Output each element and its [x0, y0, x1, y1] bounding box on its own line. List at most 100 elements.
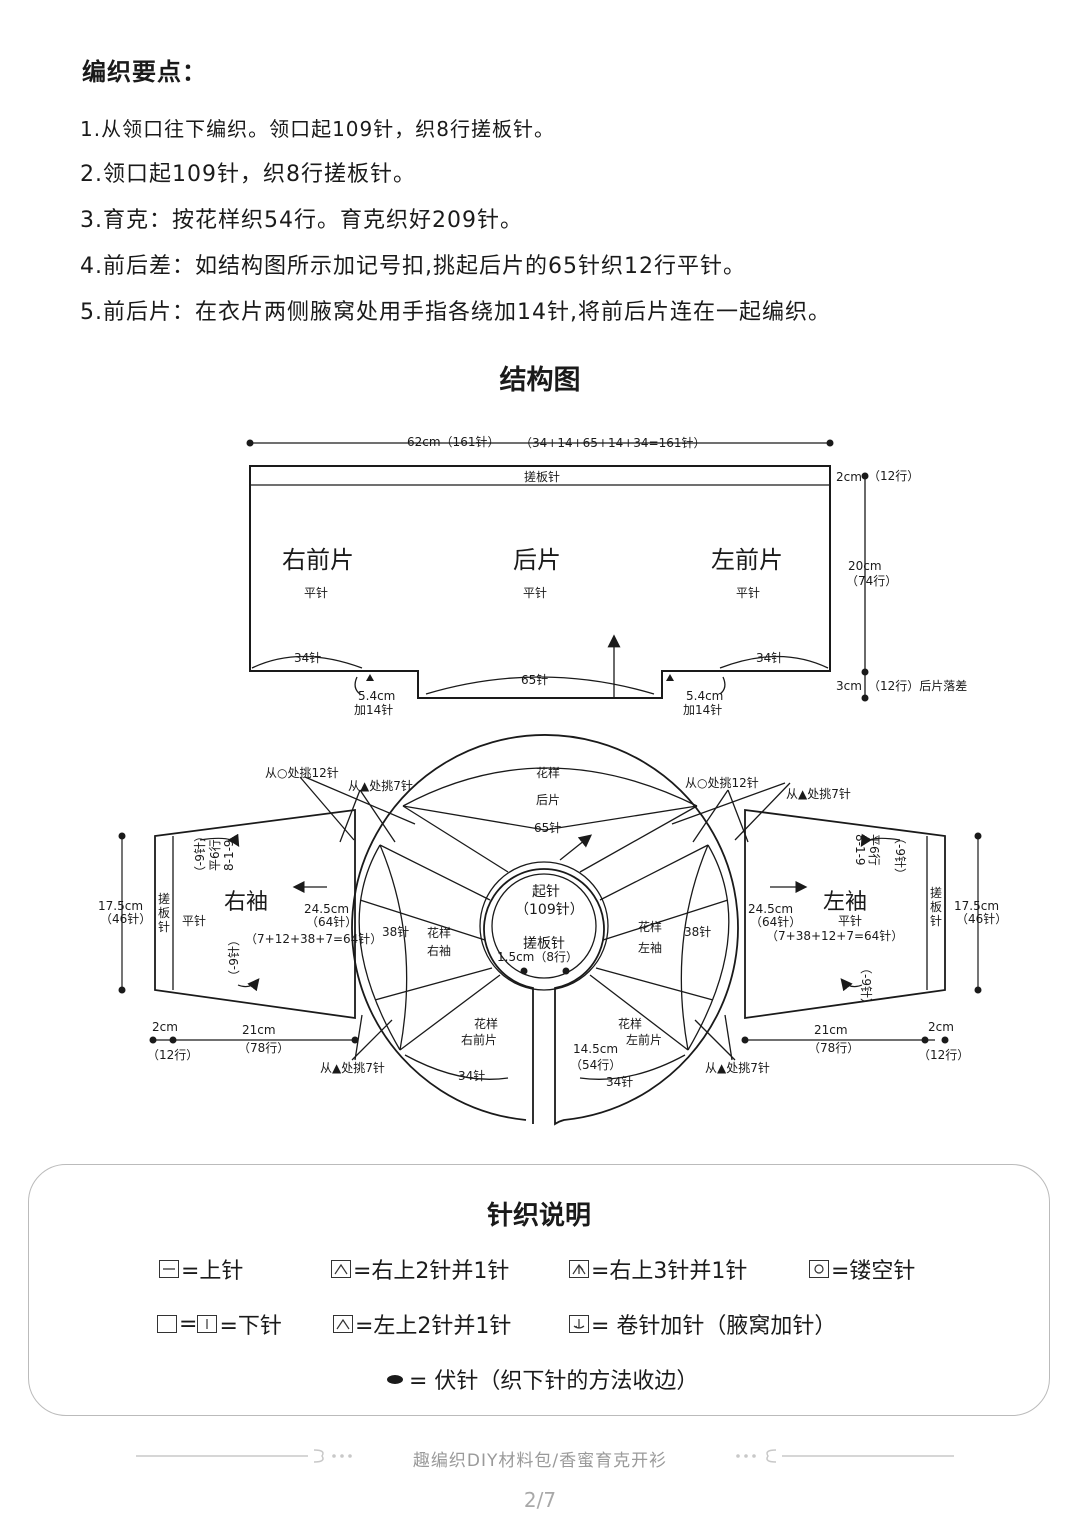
body-outline	[249, 465, 831, 699]
side-stitches-left: 34针	[756, 650, 783, 665]
formula-label: （34+14+65+14+34=161针）	[520, 435, 706, 450]
right-3tog-symbol-icon	[569, 1260, 589, 1278]
right-upper-width: 24.5cm	[304, 902, 349, 916]
yoke-pattern-left-front: 花样	[618, 1016, 642, 1031]
left-cuff-char-1: 搓	[930, 885, 942, 900]
left-dec-bottom: （-9针）	[859, 962, 874, 1010]
right-cuff-char-3: 针	[158, 919, 170, 934]
yoke-pattern-left-sleeve: 花样	[638, 919, 662, 934]
collar-band-size: 1.5cm（8行）	[497, 950, 578, 964]
yoke-left-front-stitches: 34针	[606, 1074, 633, 1089]
legend-label: =镂空针	[831, 1259, 916, 1284]
cast-on-loop-symbol-icon	[569, 1315, 589, 1333]
right-sleeve-outline	[154, 808, 356, 1020]
yoke-depth: 14.5cm	[573, 1042, 618, 1056]
yarn-over-symbol-icon	[809, 1260, 829, 1278]
right-length-rows: （78行）	[238, 1041, 289, 1055]
left-front-title: 左前片	[711, 546, 783, 574]
footer-right-ornament-icon	[736, 1449, 954, 1463]
armpit-width-left: 5.4cm	[686, 689, 723, 703]
left-sleeve-outline	[744, 808, 946, 1020]
plain-right-front: 平针	[304, 585, 328, 600]
yoke-back-piece: 后片	[536, 793, 560, 807]
legend-right-3tog: =右上3针并1针	[569, 1253, 747, 1285]
legend-label: =	[179, 1311, 198, 1337]
left-cuff-char-2: 板	[930, 900, 942, 914]
pick-12-right: 从○处挑12针	[685, 775, 759, 790]
right-cuff-char-2: 板	[158, 906, 170, 920]
yoke-pattern-right-front: 花样	[474, 1016, 498, 1031]
step-item: 1.从领口往下编织。领口起109针，织8行搓板针。	[80, 117, 555, 141]
legend-label: = 伏针（织下针的方法收边）	[409, 1369, 699, 1394]
yoke-left-sleeve-stitches: 38针	[684, 924, 711, 939]
legend-cast-on-increase: = 卷针加针（腋窝加针）	[569, 1308, 836, 1340]
bind-off-symbol-icon	[387, 1374, 403, 1384]
purl-symbol-icon	[159, 1260, 179, 1278]
body-rows: （74行）	[846, 574, 897, 588]
right-cuff-rows: （12行）	[147, 1048, 198, 1062]
legend-knit: = =下针	[157, 1308, 282, 1340]
left-cuff-rows: （12行）	[918, 1048, 969, 1062]
legend-label: =上针	[181, 1259, 244, 1284]
diff-note: （12行）后片落差	[868, 679, 967, 693]
left-upper-width: 24.5cm	[748, 902, 793, 916]
plain-left-front: 平针	[736, 585, 760, 600]
step-item: 4.前后差：如结构图所示加记号扣,挑起后片的65针织12行平针。	[80, 254, 746, 279]
legend-label: =右上2针并1针	[353, 1259, 510, 1284]
left-upper-stitches: （64针）	[750, 914, 801, 929]
pick-7-bottom-left: 从▲处挑7针	[320, 1060, 385, 1075]
left-length-rows: （78行）	[808, 1041, 859, 1055]
right-cuff-width: 17.5cm	[98, 899, 143, 913]
armpit-add-right: 加14针	[354, 702, 393, 717]
yoke-right-sleeve-piece: 右袖	[427, 943, 451, 958]
right-formula: （7+12+38+7=64针）	[245, 931, 382, 946]
yoke-rows: （54行）	[570, 1058, 621, 1072]
yoke-back-stitches: 65针	[534, 820, 561, 835]
legend-title: 针织说明	[486, 1201, 591, 1231]
left-formula: （7+38+12+7=64针）	[766, 928, 903, 943]
band-label: 搓板针	[524, 469, 560, 484]
step-item: 2.领口起109针，织8行搓板针。	[80, 162, 416, 187]
center-stitches: 65针	[521, 672, 548, 687]
left-cuff-length: 2cm	[928, 1020, 954, 1034]
left-2tog-symbol-icon	[333, 1315, 353, 1333]
legend-panel: 针织说明 =上针 =右上2针并1针 =右上3针并1针 =镂空针 = =下针 =左…	[28, 1164, 1050, 1416]
right-cuff-char-1: 搓	[158, 891, 170, 906]
left-length: 21cm	[814, 1023, 848, 1037]
page-number: 2/7	[523, 1488, 557, 1512]
pick-7-right: 从▲处挑7针	[786, 786, 851, 801]
right-upper-stitches: （64针）	[306, 914, 357, 929]
legend-label: =左上2针并1针	[355, 1314, 512, 1339]
band-height: 2cm	[836, 470, 862, 484]
footer-left-ornament-icon	[136, 1449, 352, 1463]
pick-7-left: 从▲处挑7针	[348, 778, 413, 793]
right-plain: 平针	[182, 913, 206, 928]
footer-text: 趣编织DIY材料包/香蜜育克开衫	[412, 1451, 668, 1471]
right-dec-top: （-9针）	[192, 830, 207, 878]
step-item: 3.育克：按花样织54行。育克织好209针。	[80, 208, 523, 233]
plain-back: 平针	[523, 585, 547, 600]
left-plain: 平针	[838, 913, 862, 928]
pick-7-bottom-right: 从▲处挑7针	[705, 1060, 770, 1075]
legend-yarn-over: =镂空针	[809, 1253, 915, 1285]
left-sleeve-title: 左袖	[823, 890, 867, 915]
band-rows: （12行）	[868, 469, 919, 483]
diagram-title: 结构图	[499, 365, 581, 396]
legend-purl: =上针	[159, 1253, 243, 1285]
left-cuff-char-3: 针	[930, 913, 942, 928]
heading: 编织要点：	[82, 58, 207, 86]
yoke-pattern-right-sleeve: 花样	[427, 925, 451, 940]
legend-right-2tog: =右上2针并1针	[331, 1253, 509, 1285]
right-cuff-length: 2cm	[152, 1020, 178, 1034]
yoke-left-sleeve-piece: 左袖	[638, 940, 662, 955]
left-dec-rule-2: 8-1-9	[853, 834, 867, 866]
legend-label: =下针	[219, 1314, 282, 1339]
side-stitches-right: 34针	[294, 650, 321, 665]
armpit-width-right: 5.4cm	[358, 689, 395, 703]
structure-diagram: 62cm（161针） （34+14+65+14+34=161针） 搓板针 2cm…	[98, 434, 1007, 1126]
yoke-pattern-back: 花样	[536, 765, 560, 780]
left-dec-top: （-9针）	[893, 832, 908, 880]
left-cuff-stitches: （46针）	[956, 911, 1007, 926]
back-title: 后片	[513, 546, 561, 574]
yoke-right-front-stitches: 34针	[458, 1068, 485, 1083]
